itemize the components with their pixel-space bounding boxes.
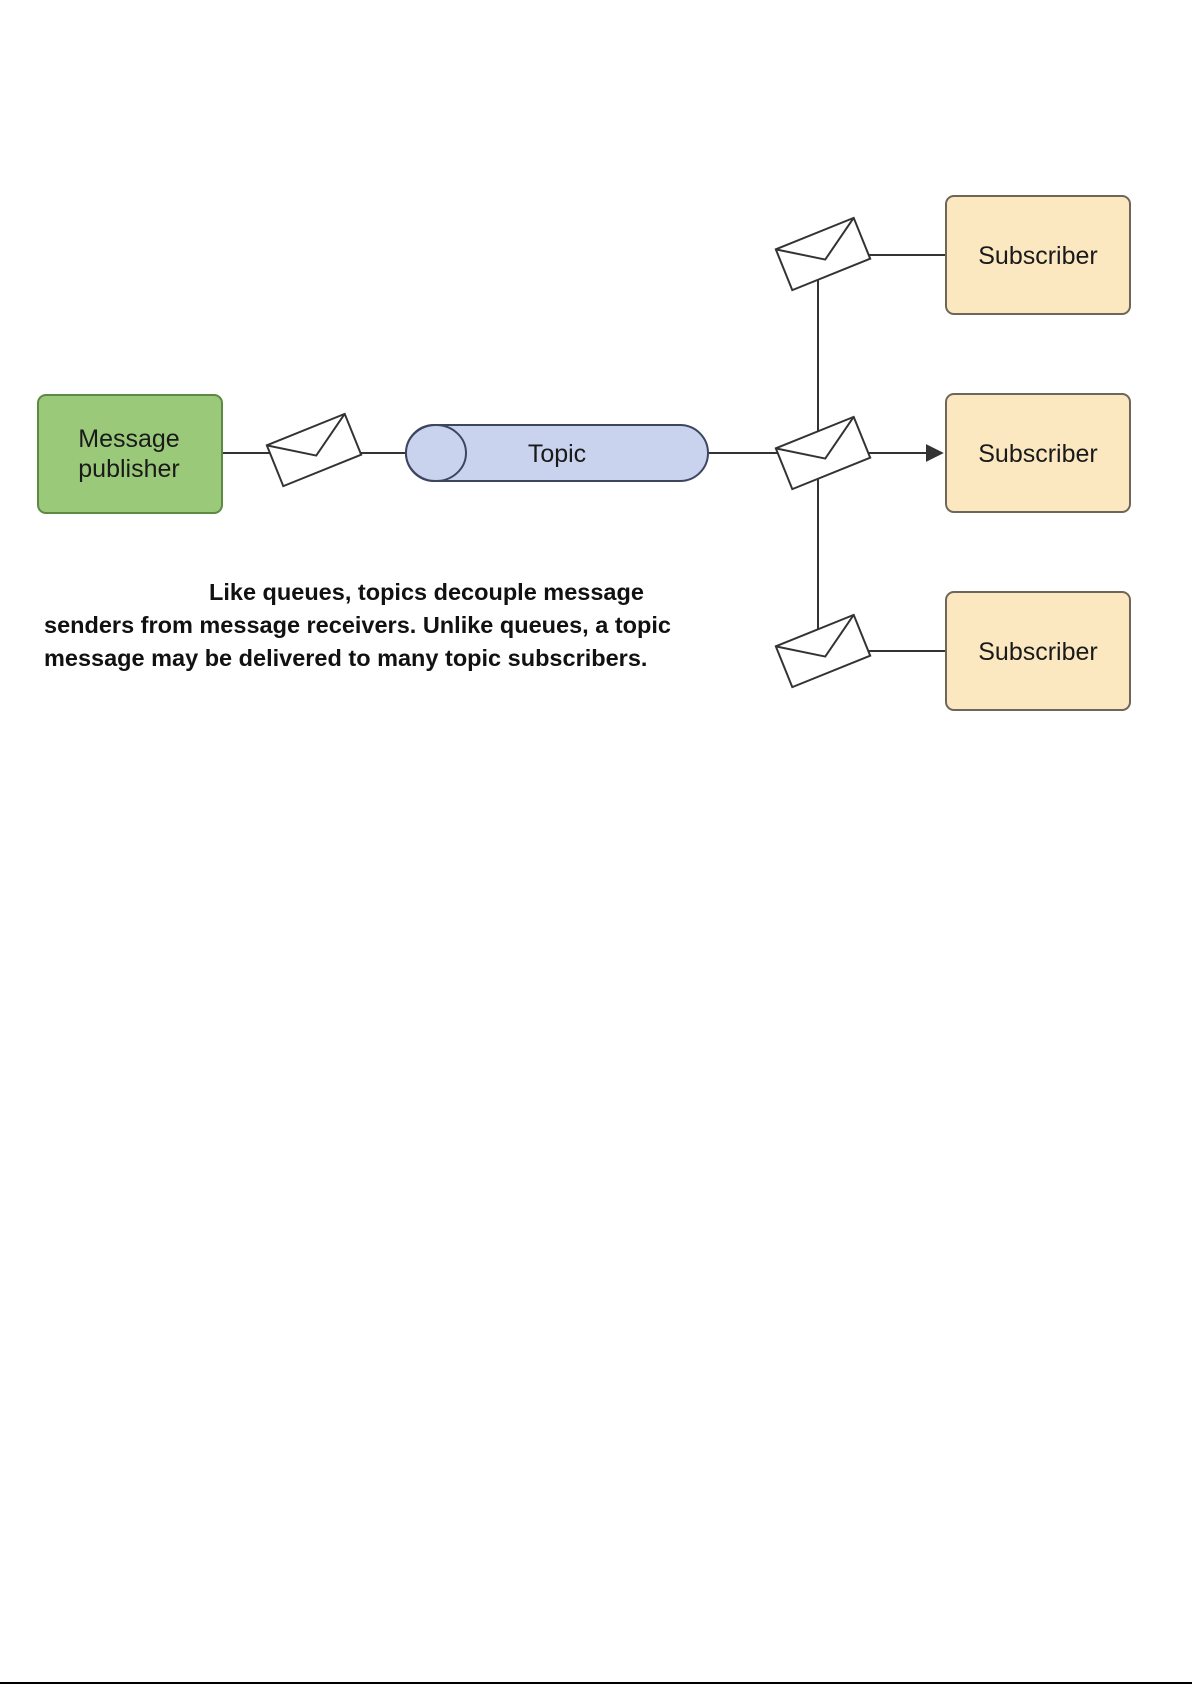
- topic-node: Topic: [406, 425, 708, 481]
- subscriber-label: Subscriber: [978, 440, 1098, 468]
- message-publisher-label-line1: Message: [78, 425, 179, 453]
- page-bottom-rule: [0, 1682, 1192, 1684]
- topic-label: Topic: [528, 440, 586, 468]
- figure-caption: Like queues, topics decouple message sen…: [44, 576, 684, 675]
- envelope-icon: [776, 417, 870, 489]
- message-publisher-box: [38, 395, 222, 513]
- envelope-icon: [267, 414, 361, 486]
- message-publisher-label-line2: publisher: [78, 455, 179, 483]
- subscriber-node-1: Subscriber: [946, 196, 1130, 314]
- subscriber-node-2: Subscriber: [946, 394, 1130, 512]
- subscriber-label: Subscriber: [978, 242, 1098, 270]
- message-publisher-node: Message publisher: [38, 395, 222, 513]
- subscriber-node-3: Subscriber: [946, 592, 1130, 710]
- subscriber-label: Subscriber: [978, 638, 1098, 666]
- envelope-icon: [776, 218, 870, 290]
- topic-cylinder-end: [406, 425, 466, 481]
- envelope-icon: [776, 615, 870, 687]
